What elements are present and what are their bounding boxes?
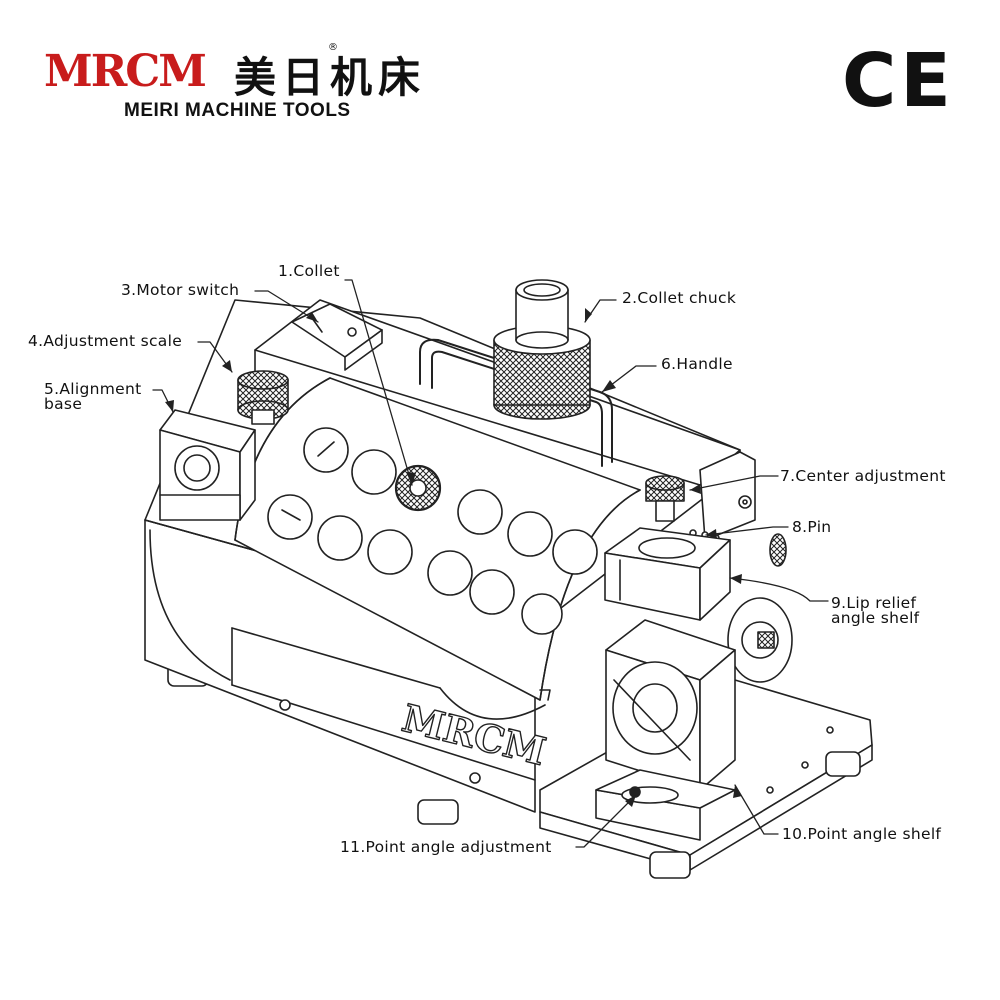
callout-pin: 8.Pin (792, 518, 832, 536)
callout-collet: 1.Collet (278, 262, 340, 280)
ce-certification-mark: CE (842, 38, 955, 124)
alignment-base-block (159, 409, 256, 521)
center-adjustment-knob (645, 475, 720, 542)
callout-motor-switch: 3.Motor switch (121, 281, 240, 299)
collet-storage-drum (149, 377, 641, 720)
callout-lip-relief-line2: angle shelf (831, 609, 920, 627)
lip-relief-shelf (604, 527, 731, 621)
right-housing (699, 451, 793, 683)
brand-english-name: MEIRI MACHINE TOOLS (124, 100, 351, 121)
callout-lip-relief-line1: 9.Lip relief (831, 594, 917, 612)
callout-center-adjustment: 7.Center adjustment (780, 467, 946, 485)
callout-lip-relief-shelf: 9.Lip relief angle shelf (831, 594, 920, 627)
brand-chinese-name: 美日机床 (234, 53, 427, 102)
point-angle-shelf (595, 619, 736, 841)
callout-point-angle-adjustment: 11.Point angle adjustment (340, 838, 552, 856)
registered-mark: ® (328, 42, 338, 53)
collet-chuck (493, 279, 591, 420)
callout-collet-chuck: 2.Collet chuck (622, 289, 737, 307)
brand-logo: MRCM (44, 46, 207, 97)
leader-arrowheads (165, 308, 742, 807)
callout-adjustment-scale: 4.Adjustment scale (28, 332, 183, 350)
callout-point-angle-shelf: 10.Point angle shelf (782, 825, 942, 843)
callout-alignment-base: 5.Alignment base (44, 380, 142, 413)
adjustment-scale-knob (237, 370, 289, 425)
callout-alignment-base-line2: base (44, 395, 83, 413)
callout-alignment-base-line1: 5.Alignment (44, 380, 142, 398)
callout-handle: 6.Handle (661, 355, 733, 373)
